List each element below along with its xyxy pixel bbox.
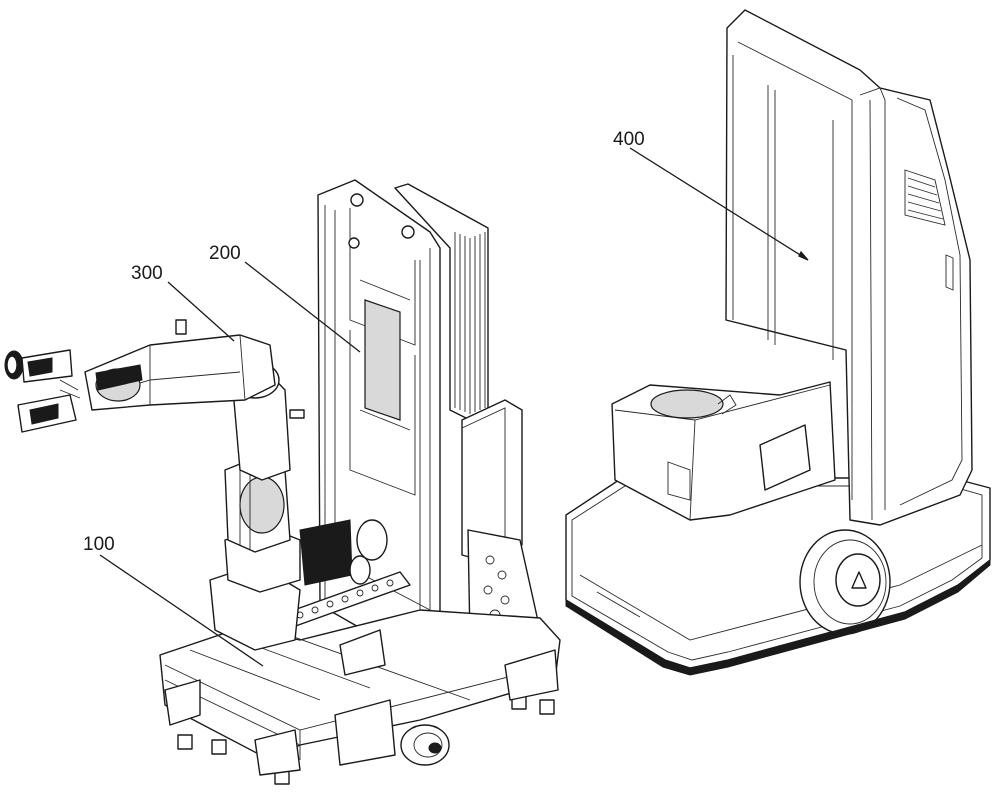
leader-lines	[99, 147, 809, 667]
label-robot-arm: 300	[131, 263, 163, 284]
drive-motor	[400, 724, 450, 766]
drive-wheel	[799, 529, 891, 635]
label-robot-base: 100	[83, 534, 115, 555]
mobile-robot-assembly	[565, 9, 991, 676]
label-lift-column: 200	[209, 243, 241, 264]
label-mobile-robot: 400	[613, 129, 645, 150]
gripper	[4, 349, 81, 433]
reference-numerals: 300 200 100 400	[83, 129, 645, 555]
speaker-grille	[904, 169, 946, 226]
leveling-feet	[177, 694, 555, 785]
robot-arm-assembly	[4, 319, 388, 651]
